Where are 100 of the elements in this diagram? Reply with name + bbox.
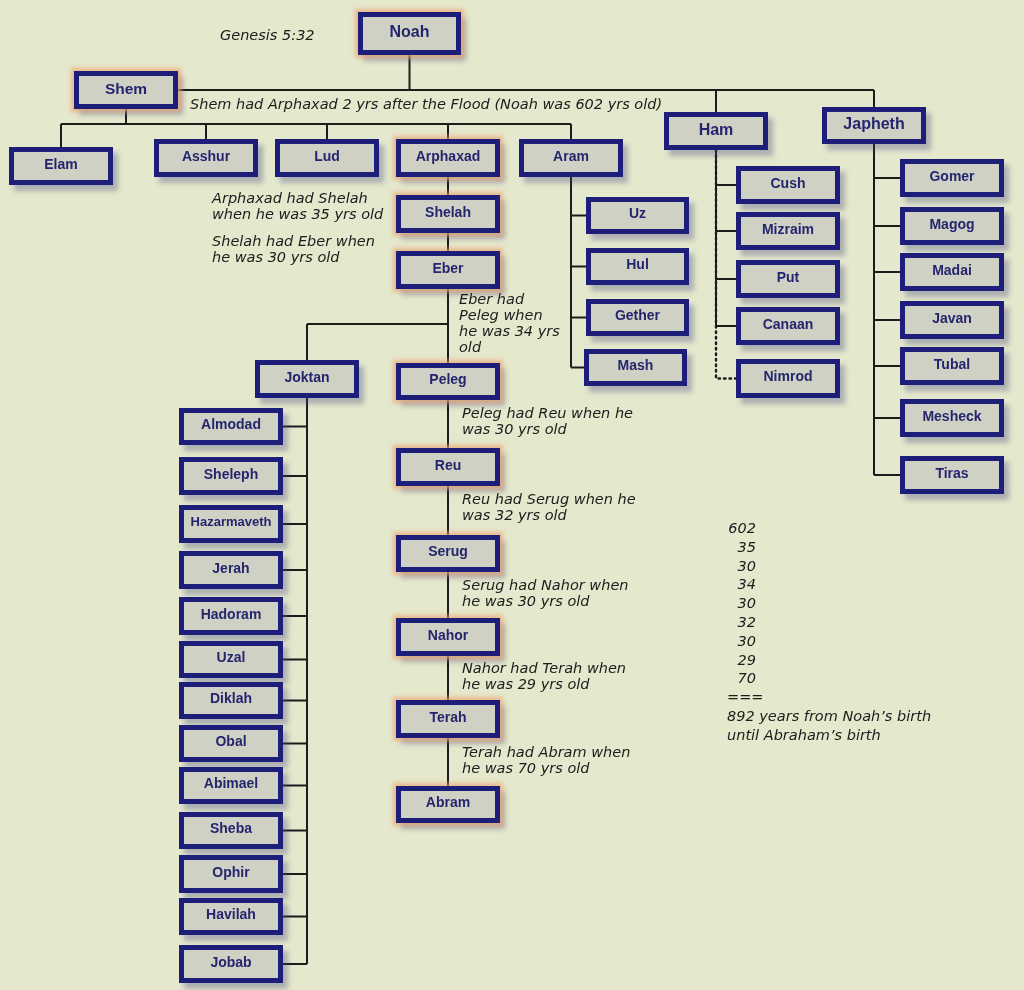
person-name: Mizraim	[761, 221, 815, 238]
connector-line	[570, 123, 572, 140]
person-name: Arphaxad	[415, 148, 481, 165]
person-name: Asshur	[181, 148, 231, 165]
person-box	[586, 248, 689, 285]
connector-line	[282, 784, 308, 787]
connector-line	[282, 615, 308, 617]
person-name: Shelah	[425, 204, 471, 221]
person-box	[396, 448, 500, 486]
connector-line	[282, 475, 308, 477]
person-name: Canaan	[762, 316, 814, 333]
person-box	[396, 535, 500, 572]
age-note: Shem had Arphaxad 2 yrs after the Flood (Noah was 602 yrs old)	[190, 96, 664, 113]
sum-number: 30	[736, 556, 756, 575]
person-box	[396, 618, 500, 656]
age-note: Shelah had Eber when he was 30 yrs old	[212, 233, 376, 265]
person-name: Obal	[215, 734, 247, 750]
person-box	[396, 363, 500, 400]
person-name: Abram	[425, 795, 471, 811]
connector-line	[715, 89, 717, 113]
connector-line	[447, 176, 449, 196]
person-box	[900, 159, 1004, 197]
person-box	[275, 139, 379, 177]
connector-line	[715, 325, 737, 327]
person-name: Mesheck	[922, 408, 982, 425]
person-box	[179, 812, 283, 849]
connector-line	[873, 143, 875, 476]
person-name: Sheba	[210, 821, 252, 837]
person-name: Madai	[932, 262, 972, 279]
person-name: Javan	[932, 310, 972, 327]
age-note: Eber had Peleg when he was 34 yrs old	[459, 291, 561, 355]
person-name: Diklah	[210, 691, 252, 707]
age-note: Nahor had Terah when he was 29 yrs old	[462, 660, 628, 692]
connector-line	[282, 963, 308, 965]
person-box	[396, 251, 500, 289]
person-box	[154, 139, 258, 177]
connector-line	[306, 397, 308, 965]
person-box	[736, 260, 840, 298]
person-name: Peleg	[429, 372, 467, 388]
person-name: Japheth	[843, 115, 905, 133]
connector-line	[447, 323, 449, 364]
person-box	[179, 945, 283, 983]
person-name: Tubal	[933, 356, 971, 373]
connector-line	[570, 366, 585, 369]
person-box	[900, 207, 1004, 245]
age-note: Peleg had Reu when he was 30 yrs old	[462, 405, 634, 437]
person-box	[736, 359, 840, 398]
person-name: Terah	[429, 709, 467, 726]
person-box	[519, 139, 623, 177]
person-name: Sheleph	[203, 466, 259, 483]
age-note: Serug had Nahor when he was 30 yrs old	[462, 577, 630, 609]
person-name: Tiras	[935, 465, 969, 482]
person-name: Serug	[428, 544, 468, 560]
person-name: Magog	[929, 216, 975, 233]
person-name: Mash	[617, 358, 654, 374]
connector-line	[570, 176, 572, 369]
sum-number: 34	[736, 575, 756, 594]
connector-line	[282, 829, 308, 832]
person-name: Cush	[770, 175, 806, 192]
person-box	[396, 139, 500, 177]
connector-line	[447, 399, 449, 449]
person-box	[9, 147, 113, 185]
connector-line	[447, 232, 449, 252]
person-name: Hazarmaveth	[190, 515, 272, 530]
connector-line	[177, 54, 875, 91]
person-box	[179, 855, 283, 893]
person-box	[179, 408, 283, 445]
person-name: Lud	[314, 148, 340, 165]
connector-line	[282, 523, 308, 525]
sum-number: 35	[736, 537, 756, 556]
connector-line	[60, 108, 572, 125]
connector-line	[570, 265, 587, 268]
connector-line	[873, 474, 901, 476]
connector-line	[715, 230, 737, 232]
connector-line	[447, 123, 449, 140]
sum-total: 892 years from Noah’s birth until Abraham’s birth	[727, 707, 933, 745]
connector-line	[447, 737, 449, 787]
connector-line	[447, 485, 449, 536]
person-box	[736, 307, 840, 345]
person-box	[736, 212, 840, 250]
person-box	[900, 301, 1004, 339]
person-box	[74, 71, 178, 109]
sum-number: 70	[736, 669, 756, 688]
person-box	[664, 112, 768, 150]
person-name: Uz	[628, 206, 647, 222]
person-box	[179, 898, 283, 935]
person-box	[584, 349, 687, 386]
person-box	[179, 682, 283, 719]
connector-line	[447, 655, 449, 701]
person-name: Nimrod	[763, 369, 813, 385]
person-box	[255, 360, 359, 398]
person-box	[900, 456, 1004, 494]
connector-line	[282, 915, 308, 918]
connector-line	[570, 214, 587, 217]
person-box	[900, 399, 1004, 437]
connector-line	[873, 89, 875, 108]
person-box	[179, 597, 283, 635]
person-name: Abimael	[203, 776, 259, 792]
connector-line	[447, 571, 449, 619]
connector-line	[282, 569, 308, 571]
